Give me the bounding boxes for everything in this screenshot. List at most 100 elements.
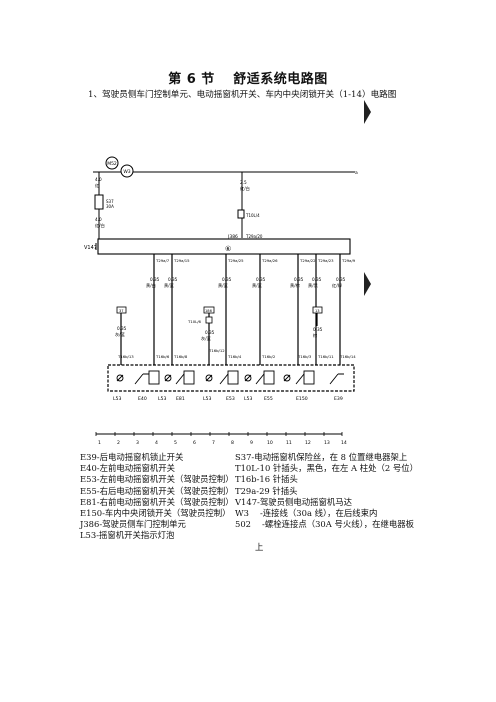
svg-text:T10L/6: T10L/6 xyxy=(187,319,202,324)
svg-text:T16b/11: T16b/11 xyxy=(317,354,334,359)
j386-unit xyxy=(97,238,351,255)
wire-left-size: 4.0 xyxy=(95,177,102,182)
legend-row: E55-右后电动摇窗机开关（驾驶员控制） T29a-29 针插头 xyxy=(80,486,440,497)
legend-left: E55-右后电动摇窗机开关（驾驶员控制） xyxy=(80,485,234,496)
svg-text:5: 5 xyxy=(174,440,177,446)
svg-text:T29a/23: T29a/23 xyxy=(317,258,334,263)
svg-text:4: 4 xyxy=(155,440,158,446)
svg-text:E150: E150 xyxy=(296,396,308,402)
legend-row: E40-左前电动摇窗机开关 T10L-10 针插头，黑色，在左 A 柱处（2 号… xyxy=(80,463,440,474)
legend-row: L53-摇窗机开关指示灯泡 xyxy=(80,530,440,541)
legend-left: E39-后电动摇窗机锁止开关 xyxy=(80,452,184,462)
svg-text:T16b/14: T16b/14 xyxy=(339,354,356,359)
svg-text:L53: L53 xyxy=(203,396,211,402)
svg-text:T16b/4: T16b/4 xyxy=(227,354,242,359)
legend-left: J386-驾驶员侧车门控制单元 xyxy=(80,519,186,530)
svg-text:3: 3 xyxy=(136,440,139,446)
svg-text:0.35: 0.35 xyxy=(256,277,266,282)
legend-continuation: 上 xyxy=(255,541,264,552)
j386-label: J386 xyxy=(227,234,238,240)
svg-text:186: 186 xyxy=(205,309,213,313)
svg-text:0.35: 0.35 xyxy=(117,326,127,331)
svg-text:2: 2 xyxy=(117,440,120,446)
svg-text:L53: L53 xyxy=(113,396,121,402)
legend-left: E53-左前电动摇窗机开关（驾驶员控制） xyxy=(80,474,234,485)
svg-text:黄/棕: 黄/棕 xyxy=(290,282,300,289)
svg-text:红/绿: 红/绿 xyxy=(332,282,343,288)
w3-symbol xyxy=(120,164,134,178)
svg-text:灰/蓝: 灰/蓝 xyxy=(201,335,211,342)
connector-t10l4 xyxy=(237,209,245,219)
svg-text:黄/蓝: 黄/蓝 xyxy=(218,282,228,289)
legend-row: J386-驾驶员侧车门控制单元 502 -螺栓连接点（30A 号火线），在继电器… xyxy=(80,519,440,530)
page-title: 第 6 节 舒适系统电路图 xyxy=(168,72,328,87)
legend-right: S37-电动摇窗机保险丝，在 8 位置继电器架上 xyxy=(235,452,408,462)
svg-text:T16b/2: T16b/2 xyxy=(261,354,276,359)
legend-row: E81-右前电动摇窗机开关（驾驶员控制） V147-驾驶员侧电动摇窗机马达 xyxy=(80,497,440,508)
legend-right: 502 -螺栓连接点（30A 号火线），在继电器板 xyxy=(235,519,415,530)
legend-left: L53-摇窗机开关指示灯泡 xyxy=(80,530,175,541)
svg-text:9: 9 xyxy=(250,440,253,446)
svg-text:T16b/6: T16b/6 xyxy=(155,354,170,359)
legend-left: E40-左前电动摇窗机开关 xyxy=(80,463,175,474)
svg-text:E55: E55 xyxy=(264,396,273,402)
legend-row: E150-车内中央闭锁开关（驾驶员控制） W3 -连接线（30a 线），在后线束… xyxy=(80,508,440,519)
svg-text:T16b/8: T16b/8 xyxy=(173,354,188,359)
wire-top-color: 红/白 xyxy=(240,185,250,192)
legend-row: E39-后电动摇窗机锁止开关 S37-电动摇窗机保险丝，在 8 位置继电器架上 xyxy=(80,452,440,463)
fuse-value: 30A xyxy=(106,204,114,209)
svg-text:黄/白: 黄/白 xyxy=(146,282,156,289)
legend-left: E81-右前电动摇窗机开关（驾驶员控制） xyxy=(80,496,234,507)
svg-text:13: 13 xyxy=(324,440,330,446)
svg-text:黄/蓝: 黄/蓝 xyxy=(164,282,174,289)
diagram-caption: 1、驾驶员侧车门控制单元、电动摇窗机开关、车内中央闭锁开关（1-14）电路图 xyxy=(88,90,397,100)
svg-text:T16b/12: T16b/12 xyxy=(208,348,225,353)
wire-top-size: 2.5 xyxy=(240,180,247,185)
wire-left-color: 红 xyxy=(95,182,99,188)
j386-output-pins: T29a/7 T29a/15 T29a/25 T29a/26 T29a/22 T… xyxy=(155,258,356,263)
svg-text:11: 11 xyxy=(286,440,292,446)
svg-text:E81: E81 xyxy=(176,396,185,402)
svg-text:0.35: 0.35 xyxy=(294,277,304,282)
legend-right: V147-驾驶员侧电动摇窗机马达 xyxy=(235,496,352,507)
svg-text:37: 37 xyxy=(119,309,124,313)
scale-numbers: 1 2 3 4 5 6 7 8 9 10 11 12 13 14 xyxy=(98,440,347,446)
svg-text:10: 10 xyxy=(267,440,273,446)
switch-block xyxy=(107,364,355,392)
svg-text:0.35: 0.35 xyxy=(312,277,322,282)
t16b-pins: T16b/13 T16b/6 T16b/8 T16b/12 T16b/4 T16… xyxy=(117,348,356,359)
page-arrow-icon xyxy=(364,100,371,124)
svg-text:1: 1 xyxy=(98,440,101,446)
svg-text:0.35: 0.35 xyxy=(222,277,232,282)
switch-symbols xyxy=(116,370,344,385)
svg-text:T29a/7: T29a/7 xyxy=(155,258,170,263)
wire-left2-size: 4.0 xyxy=(95,217,102,222)
svg-text:0.35: 0.35 xyxy=(168,277,178,282)
legend-right: T10L-10 针插头，黑色，在左 A 柱处（2 号位） xyxy=(235,463,418,474)
svg-text:14: 14 xyxy=(341,440,347,446)
w3-label: W3 xyxy=(123,169,130,175)
m52-symbol xyxy=(105,156,119,170)
svg-text:13: 13 xyxy=(315,309,320,313)
svg-text:T16b/3: T16b/3 xyxy=(297,354,312,359)
j386-pin: T29a/20 xyxy=(245,234,263,239)
page-arrow-icon xyxy=(364,272,371,296)
svg-text:0.35: 0.35 xyxy=(313,327,323,332)
svg-text:T29a/25: T29a/25 xyxy=(227,258,244,263)
svg-text:L53: L53 xyxy=(158,396,166,402)
svg-text:T29a/15: T29a/15 xyxy=(173,258,190,263)
t10l-label: T10L/4 xyxy=(245,213,260,218)
svg-text:T29a/22: T29a/22 xyxy=(299,258,316,263)
svg-text:T16b/13: T16b/13 xyxy=(117,354,134,359)
scale-ticks xyxy=(95,432,343,436)
j386-node: ⑥ xyxy=(225,245,231,253)
svg-text:黄/黑: 黄/黑 xyxy=(308,282,318,289)
svg-text:E53: E53 xyxy=(226,396,235,402)
legend-right: T29a-29 针插头 xyxy=(235,485,298,496)
component-labels: L53 E40 L53 E81 L53 E53 L53 E55 E150 E39 xyxy=(113,396,343,402)
svg-text:T29a/26: T29a/26 xyxy=(261,258,278,263)
fuse-label: S37 xyxy=(106,199,114,204)
svg-text:7: 7 xyxy=(212,440,215,446)
v147-label: V147 xyxy=(84,245,97,251)
connector-t10l6 xyxy=(205,316,213,324)
